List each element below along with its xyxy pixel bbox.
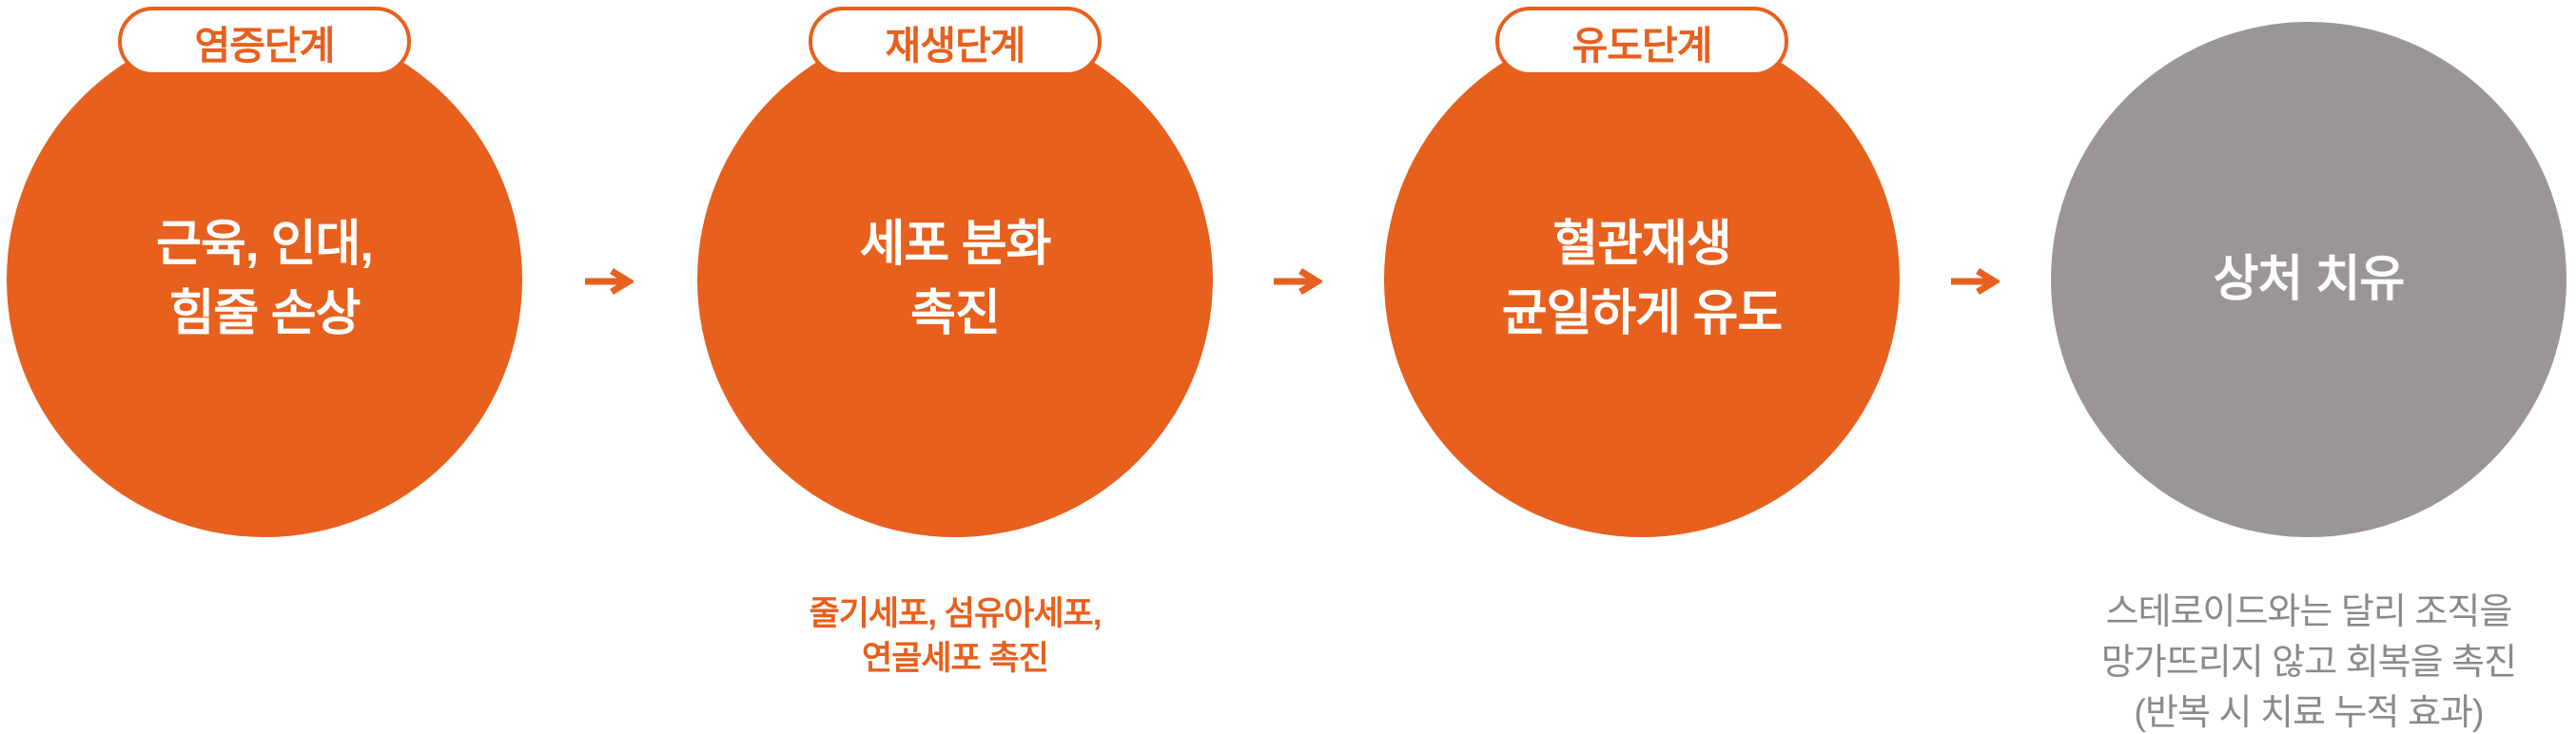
- caption-line: 망가뜨리지 않고 회복을 촉진: [2100, 643, 2517, 683]
- circle-regeneration-stage: 세포 분화 촉진: [697, 22, 1213, 537]
- badge-label: 재생단계: [885, 23, 1026, 68]
- stage-label-line: 세포 분화: [859, 217, 1052, 272]
- circle-inflammation-stage: 근육, 인대, 힘줄 손상: [7, 22, 522, 537]
- regeneration-caption: 줄기세포, 섬유아세포, 연골세포 촉진: [622, 591, 1288, 681]
- stage-label-line: 상처 치유: [2213, 251, 2406, 307]
- stage-label-line: 근육, 인대,: [156, 217, 374, 272]
- caption-line: (반복 시 치료 누적 효과): [2134, 693, 2484, 733]
- badge-induction-stage: 유도단계: [1495, 7, 1788, 76]
- badge-regeneration-stage: 재생단계: [809, 7, 1102, 76]
- stage-label-line: 균일하게 유도: [1501, 286, 1783, 341]
- caption-line: 스테로이드와는 달리 조직을: [2105, 592, 2513, 632]
- stage-label-line: 촉진: [910, 286, 1001, 341]
- circle-wound-healing: 상처 치유: [2051, 22, 2566, 537]
- arrow-right-icon: [1951, 268, 2000, 295]
- stage-label-line: 혈관재생: [1552, 217, 1731, 272]
- badge-label: 염증단계: [194, 23, 336, 68]
- stage-label-line: 힘줄 손상: [168, 286, 361, 341]
- stage-label: 상처 치유: [2213, 245, 2406, 315]
- arrow-right-icon: [585, 268, 634, 295]
- caption-line: 연골세포 촉진: [862, 640, 1049, 677]
- circle-induction-stage: 혈관재생 균일하게 유도: [1384, 22, 1900, 537]
- badge-label: 유도단계: [1571, 23, 1713, 68]
- stage-label: 혈관재생 균일하게 유도: [1502, 210, 1783, 349]
- arrow-right-icon: [1274, 268, 1322, 295]
- badge-inflammation-stage: 염증단계: [118, 7, 411, 76]
- stage-label: 근육, 인대, 힘줄 손상: [156, 210, 374, 349]
- stage-label: 세포 분화 촉진: [859, 210, 1052, 349]
- wound-healing-caption: 스테로이드와는 달리 조직을 망가뜨리지 않고 회복을 촉진 (반복 시 치료 …: [1976, 588, 2576, 734]
- caption-line: 줄기세포, 섬유아세포,: [809, 595, 1103, 632]
